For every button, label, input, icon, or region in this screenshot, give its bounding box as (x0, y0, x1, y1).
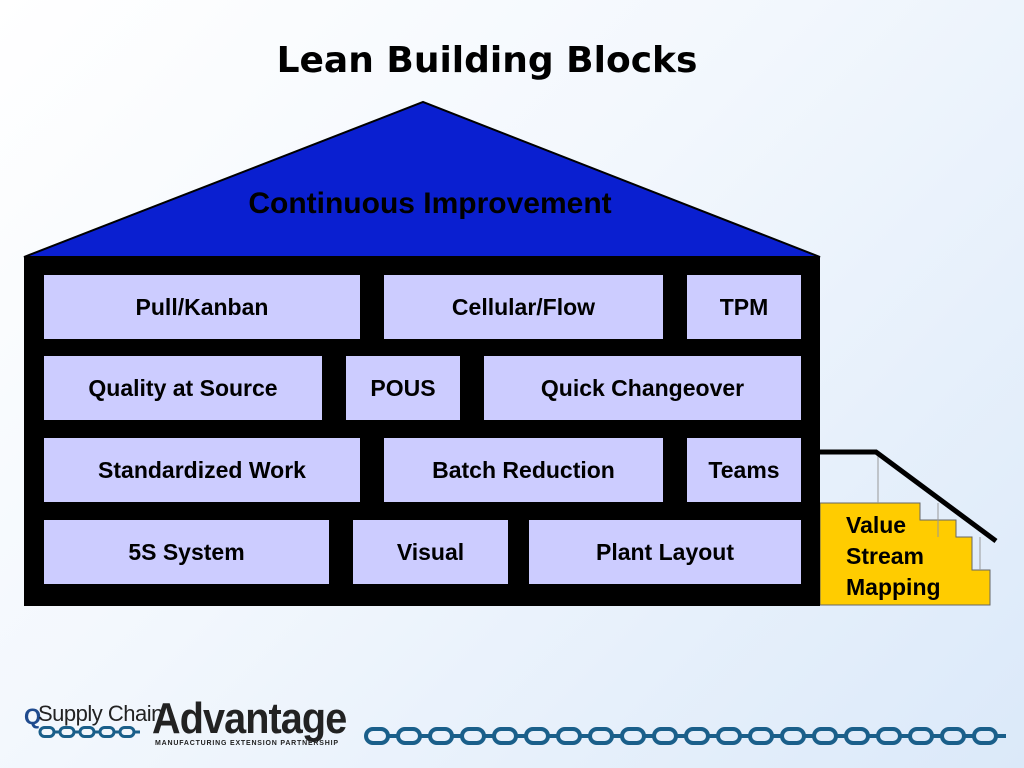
chain-link (58, 726, 76, 738)
chain-link (524, 727, 550, 745)
chain-link (428, 727, 454, 745)
block-visual: Visual (353, 520, 508, 584)
block-pous: POUS (346, 356, 460, 420)
chain-link (620, 727, 646, 745)
block-batch-reduction: Batch Reduction (384, 438, 663, 502)
chain-link (460, 727, 486, 745)
chain-link (492, 727, 518, 745)
chain-link (716, 727, 742, 745)
chain-link (652, 727, 678, 745)
chain-link (908, 727, 934, 745)
block-5s-system: 5S System (44, 520, 329, 584)
stairs-label-line: Stream (846, 543, 924, 569)
chain-link (396, 727, 422, 745)
small-chain (38, 726, 140, 738)
chain-link (844, 727, 870, 745)
chain-link (118, 726, 136, 738)
logo-brand: Advantage (152, 694, 347, 743)
chain-link (940, 727, 966, 745)
block-quality-at-source: Quality at Source (44, 356, 322, 420)
chain-link (684, 727, 710, 745)
page-title: Lean Building Blocks (276, 40, 698, 81)
logo-q-mark: Q (24, 704, 42, 729)
block-cellular-flow: Cellular/Flow (384, 275, 663, 339)
chain-link (972, 727, 998, 745)
chain-link (364, 727, 390, 745)
block-pull-kanban: Pull/Kanban (44, 275, 360, 339)
chain-link (38, 726, 56, 738)
chain-link (588, 727, 614, 745)
block-teams: Teams (687, 438, 801, 502)
chain-link (748, 727, 774, 745)
block-quick-changeover: Quick Changeover (484, 356, 801, 420)
chain-link (98, 726, 116, 738)
chain-link (556, 727, 582, 745)
stairs-label: Value Stream Mapping (846, 510, 956, 603)
block-plant-layout: Plant Layout (529, 520, 801, 584)
stairs-label-line: Mapping (846, 574, 941, 600)
chain-link (812, 727, 838, 745)
stairs-label-line: Value (846, 512, 907, 538)
roof-label: Continuous Improvement (248, 187, 612, 220)
block-standardized-work: Standardized Work (44, 438, 360, 502)
logo-name: Supply Chain (38, 701, 163, 726)
chain-link (78, 726, 96, 738)
stair-handrail (820, 449, 998, 544)
chain-link (876, 727, 902, 745)
block-tpm: TPM (687, 275, 801, 339)
big-chain (364, 727, 1006, 745)
chain-link (780, 727, 806, 745)
logo-tagline: MANUFACTURING EXTENSION PARTNERSHIP (155, 740, 339, 747)
stairs (819, 502, 991, 606)
